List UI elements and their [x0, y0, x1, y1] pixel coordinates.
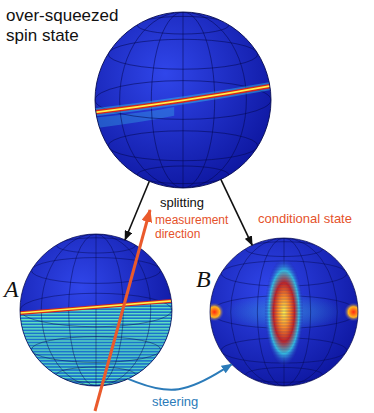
steering-arrow: [128, 364, 232, 389]
sphere-outline: [95, 12, 271, 188]
splitting-arrow: [221, 179, 252, 245]
sphere-body: [210, 238, 358, 386]
sphere-body: [20, 234, 172, 386]
panel-letter: A: [4, 276, 19, 304]
edge-label: steering: [150, 395, 200, 410]
edge-spot: [205, 302, 224, 321]
sphere-body: [95, 12, 271, 188]
spin-sphere: [95, 12, 271, 188]
blob-stripes: [265, 259, 303, 366]
measured-sphere-node: A: [20, 234, 172, 386]
sphere-grid: [95, 12, 271, 188]
splitting-arrow: [125, 181, 149, 239]
measured-sphere: [20, 234, 172, 386]
conditional-blob: [265, 259, 303, 366]
squeezed-band: [95, 86, 271, 112]
sphere-grid: [210, 238, 358, 386]
measurement-label: measurement direction: [155, 214, 235, 242]
squeezed-band-glow: [95, 86, 271, 112]
panel-letter: B: [196, 266, 211, 294]
state-label: conditional state: [258, 212, 352, 227]
process-label: splitting: [160, 196, 204, 211]
conditional-sphere: [205, 238, 363, 386]
projection-line-core: [20, 301, 172, 313]
projection-line: [20, 301, 172, 313]
state-heading: over-squeezed spin state: [6, 6, 134, 45]
spin-sphere-node: over-squeezed spin state: [95, 12, 271, 188]
sphere-grid: [20, 234, 172, 386]
conditional-sphere-node: B: [210, 238, 358, 386]
sphere-outline: [210, 238, 358, 386]
sphere-outline: [20, 234, 172, 386]
squeezed-band-core: [95, 86, 271, 112]
edge-spot: [344, 302, 363, 321]
measurement-arrow: [95, 210, 150, 411]
